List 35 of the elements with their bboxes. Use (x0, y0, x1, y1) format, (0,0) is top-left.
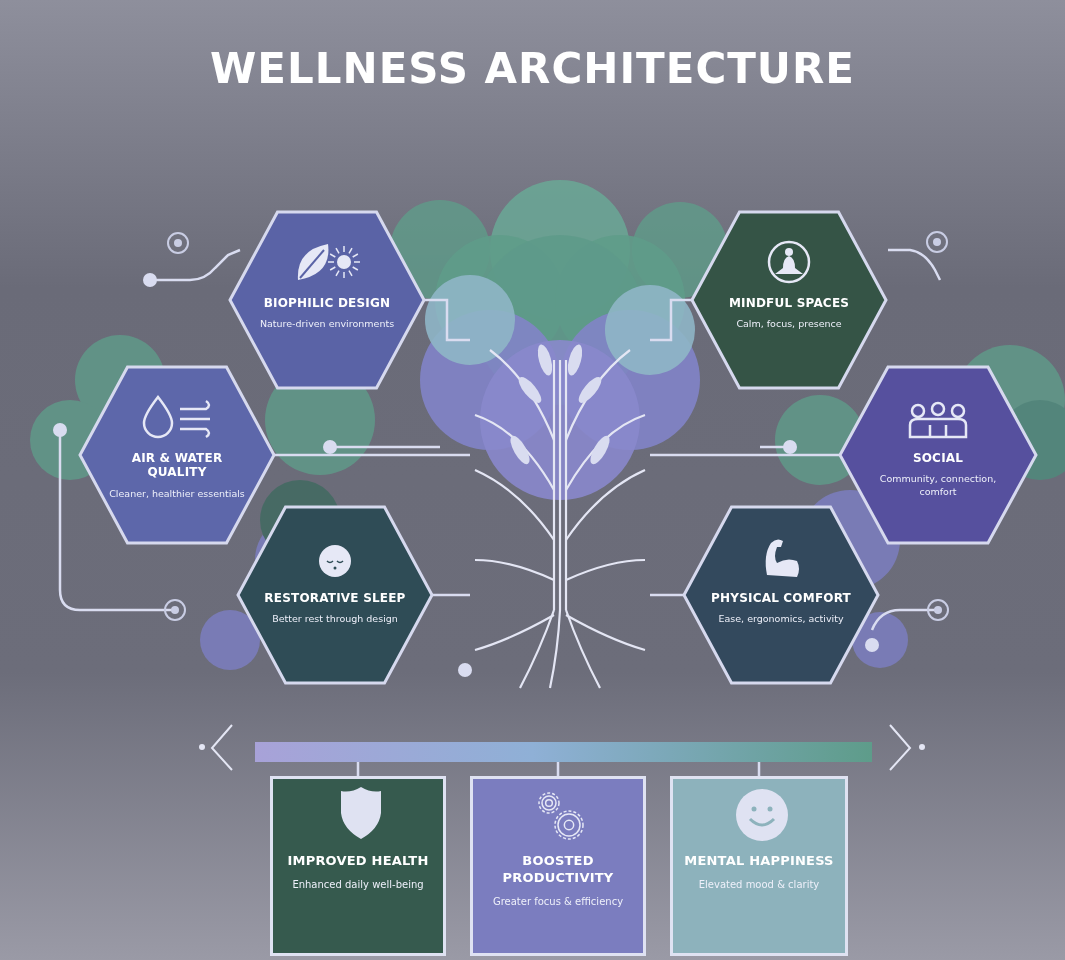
hexagon-description: Cleaner, healthier essentials (108, 487, 246, 501)
connector-line (650, 298, 692, 342)
hexagon-card (838, 365, 1038, 545)
hexagon-description: Community, connection, comfort (878, 473, 998, 499)
card-title: BOOSTED PRODUCTIVITY (501, 853, 615, 887)
card-title: IMPROVED HEALTH (286, 853, 430, 870)
hexagon-description: Ease, ergonomics, activity (717, 613, 845, 627)
connector-line (424, 298, 470, 342)
hexagon-description: Calm, focus, presence (735, 318, 843, 332)
hexagon-card (690, 210, 888, 390)
connector-line (650, 593, 684, 597)
hexagon-title: SOCIAL (911, 451, 965, 466)
connector-line (650, 453, 840, 457)
card-description: Greater focus & efficiency (491, 894, 625, 909)
outcome-card (270, 776, 446, 956)
hexagon-title: PHYSICAL COMFORT (710, 591, 852, 606)
hexagon-card (228, 210, 426, 390)
hexagon-title: AIR & WATER QUALITY (130, 451, 224, 480)
hexagon-title: RESTORATIVE SLEEP (263, 591, 407, 606)
outcome-card (670, 776, 848, 956)
card-description: Enhanced daily well-being (291, 877, 425, 892)
hexagon-card (78, 365, 276, 545)
card-description: Elevated mood & clarity (697, 877, 821, 892)
hexagon-description: Better rest through design (271, 613, 399, 627)
gradient-bar (255, 742, 872, 762)
connector-line (274, 453, 470, 457)
hexagon-card (236, 505, 434, 685)
card-title: MENTAL HAPPINESS (683, 853, 835, 870)
diagram-title: WELLNESS ARCHITECTURE (209, 44, 856, 93)
connector-line (432, 593, 470, 597)
hexagon-description: Nature-driven environments (258, 318, 396, 332)
hexagon-card (682, 505, 880, 685)
hexagon-title: BIOPHILIC DESIGN (262, 296, 392, 311)
hexagon-title: MINDFUL SPACES (727, 296, 851, 311)
outcome-card (470, 776, 646, 956)
